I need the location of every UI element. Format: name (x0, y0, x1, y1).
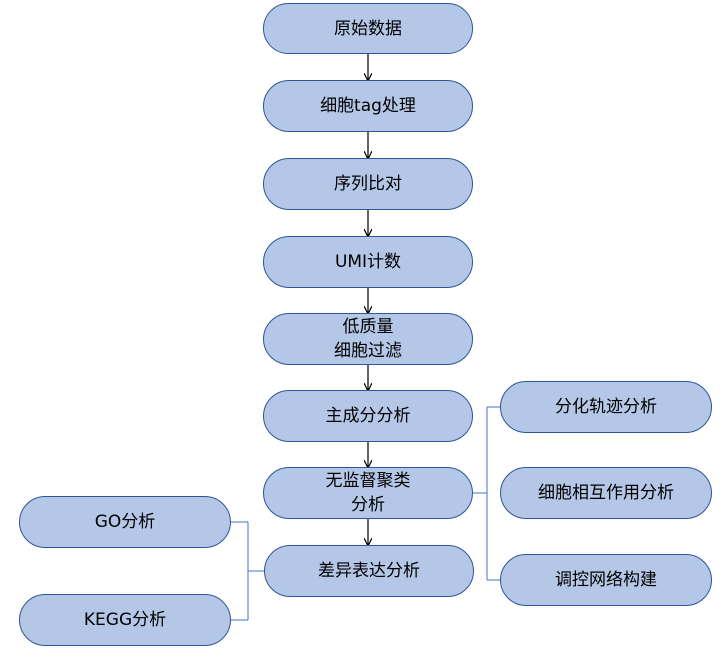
node-kegg-analysis[interactable]: KEGG分析 (19, 594, 231, 646)
node-pca[interactable]: 主成分分析 (263, 390, 473, 442)
node-go-analysis[interactable]: GO分析 (19, 496, 231, 548)
node-unsupervised-clustering[interactable]: 无监督聚类 分析 (263, 467, 473, 519)
node-low-quality-filter[interactable]: 低质量 细胞过滤 (263, 313, 473, 365)
node-sequence-alignment[interactable]: 序列比对 (263, 158, 473, 210)
node-umi-counting[interactable]: UMI计数 (263, 236, 473, 288)
node-regulatory-network[interactable]: 调控网络构建 (500, 554, 712, 606)
node-trajectory-analysis[interactable]: 分化轨迹分析 (500, 381, 712, 433)
bracket-de-enrichment (231, 521, 264, 621)
node-cell-interaction-analysis[interactable]: 细胞相互作用分析 (500, 467, 712, 519)
node-differential-expression[interactable]: 差异表达分析 (264, 545, 474, 597)
bracket-clustering-downstream (472, 406, 500, 581)
node-raw-data[interactable]: 原始数据 (263, 3, 473, 54)
node-tag-processing[interactable]: 细胞tag处理 (263, 80, 473, 132)
